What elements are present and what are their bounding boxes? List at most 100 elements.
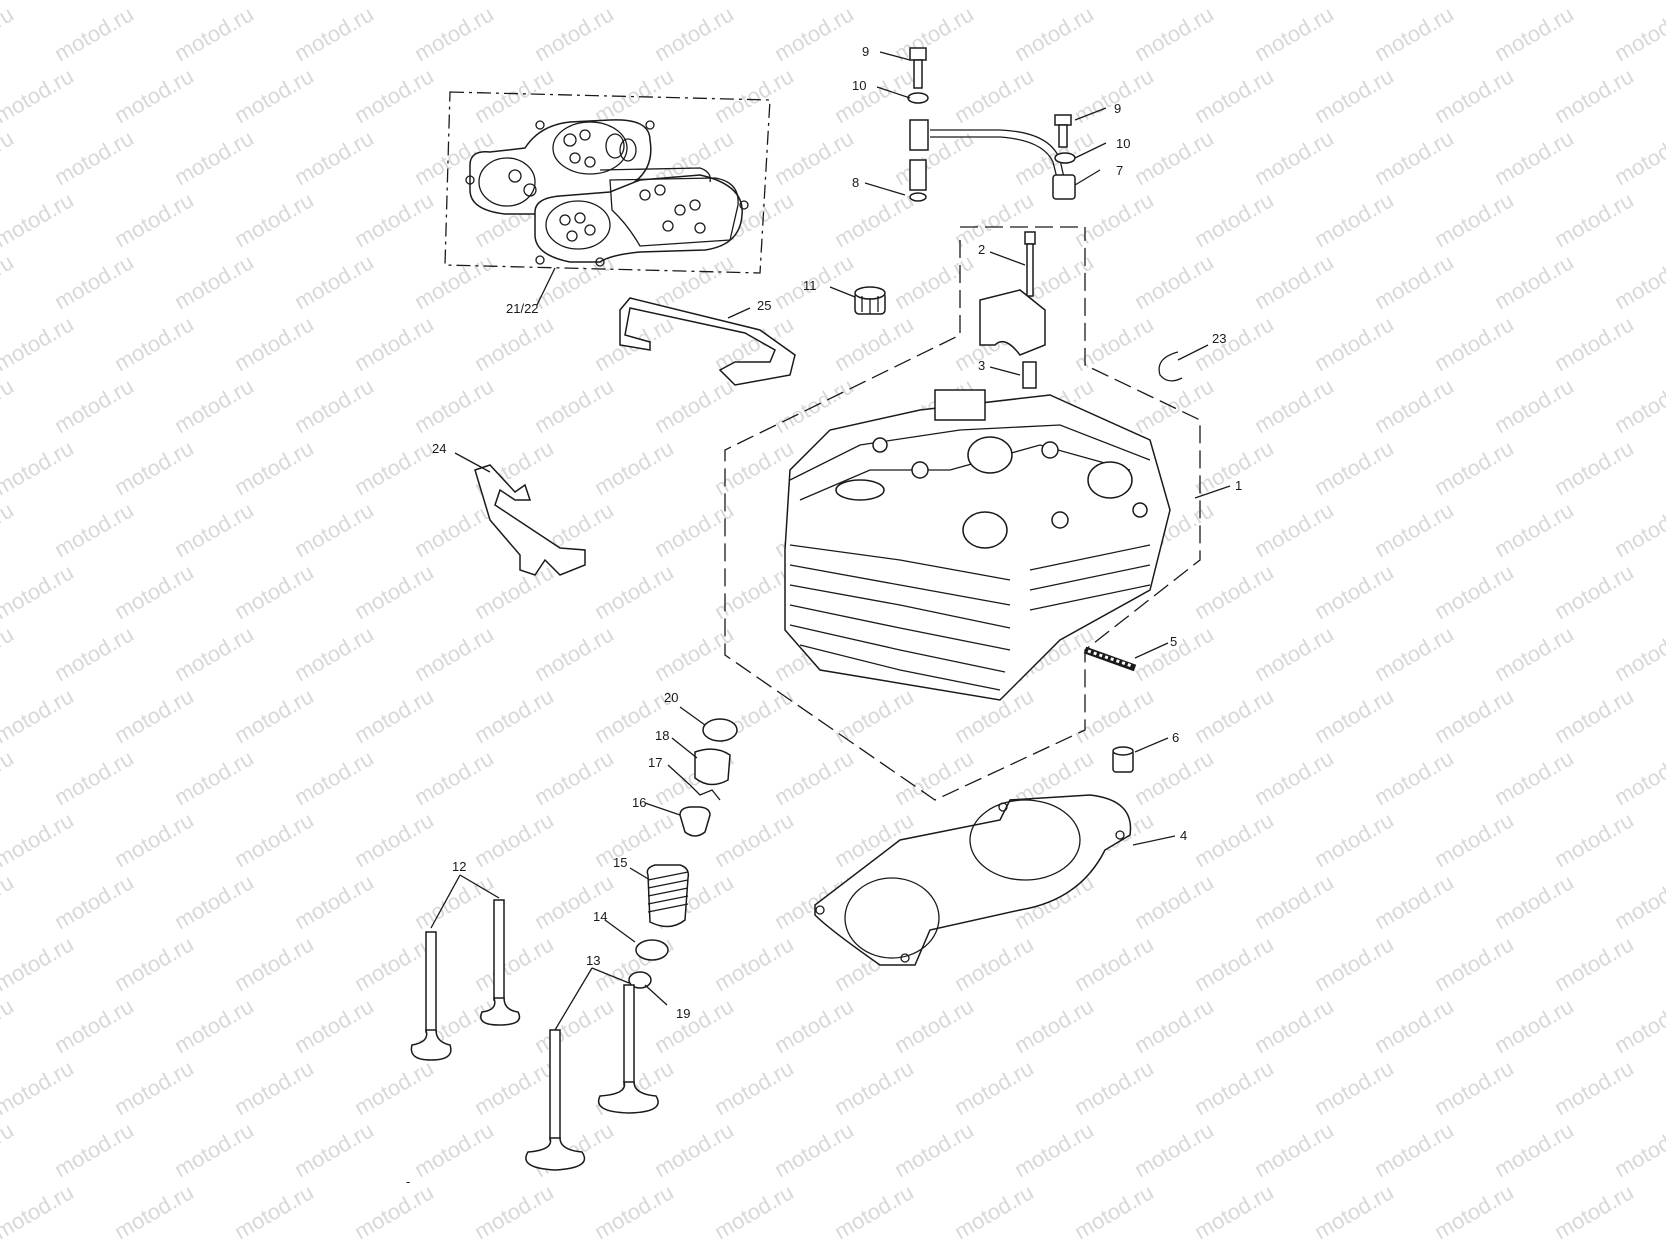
- label-21-22: 21/22: [506, 301, 539, 316]
- watermark-text: motod.ru: [0, 1, 18, 66]
- watermark-text: motod.ru: [1310, 435, 1398, 500]
- watermark-text: motod.ru: [1610, 497, 1666, 562]
- watermark-text: motod.ru: [1370, 125, 1458, 190]
- watermark-text: motod.ru: [1550, 63, 1638, 128]
- watermark-text: motod.ru: [770, 125, 858, 190]
- watermark-text: motod.ru: [650, 249, 738, 314]
- watermark-text: motod.ru: [1010, 993, 1098, 1058]
- part-11-nut: [854, 286, 886, 315]
- watermark-text: motod.ru: [410, 745, 498, 810]
- watermark-text: motod.ru: [410, 497, 498, 562]
- watermark-text: motod.ru: [1610, 1241, 1666, 1250]
- watermark-text: motod.ru: [0, 373, 18, 438]
- part-17-collets: [689, 784, 721, 801]
- watermark-text: motod.ru: [1370, 621, 1458, 686]
- watermark-text: motod.ru: [1490, 1241, 1578, 1250]
- watermark-text: motod.ru: [830, 1179, 918, 1244]
- watermark-text: motod.ru: [1250, 621, 1338, 686]
- watermark-text: motod.ru: [1490, 249, 1578, 314]
- watermark-text: motod.ru: [0, 249, 18, 314]
- watermark-text: motod.ru: [1370, 1, 1458, 66]
- watermark-text: motod.ru: [110, 807, 198, 872]
- watermark-text: motod.ru: [230, 559, 318, 624]
- label-13: 13: [586, 953, 600, 968]
- watermark-text: motod.ru: [1370, 249, 1458, 314]
- label-12: 12: [452, 859, 466, 874]
- watermark-text: motod.ru: [110, 559, 198, 624]
- watermark-text: motod.ru: [1250, 869, 1338, 934]
- watermark-text: motod.ru: [890, 125, 978, 190]
- watermark-text: motod.ru: [710, 807, 798, 872]
- watermark-text: motod.ru: [410, 1241, 498, 1250]
- watermark-text: motod.ru: [1190, 931, 1278, 996]
- part-16-retainer: [679, 806, 711, 837]
- watermark-text: motod.ru: [1070, 1055, 1158, 1120]
- watermark-text: motod.ru: [1610, 745, 1666, 810]
- watermark-text: motod.ru: [110, 63, 198, 128]
- watermark-text: motod.ru: [1250, 993, 1338, 1058]
- bearing-cap: [979, 289, 1046, 356]
- watermark-text: motod.ru: [50, 1241, 138, 1250]
- watermark-text: motod.ru: [1130, 1, 1218, 66]
- watermark-text: motod.ru: [1610, 1117, 1666, 1182]
- watermark-text: motod.ru: [1610, 373, 1666, 438]
- watermark-text: motod.ru: [50, 745, 138, 810]
- label-25: 25: [757, 298, 771, 313]
- watermark-text: motod.ru: [470, 559, 558, 624]
- watermark-text: motod.ru: [1070, 63, 1158, 128]
- part-24-gasket: [474, 464, 586, 576]
- watermark-text: motod.ru: [1550, 559, 1638, 624]
- watermark-text: motod.ru: [290, 993, 378, 1058]
- part-4-head-gasket: [814, 794, 1132, 966]
- label-15: 15: [613, 855, 627, 870]
- label-11: 11: [803, 278, 817, 293]
- label-10b: 10: [1116, 136, 1130, 151]
- leader-lines: [430, 51, 1231, 1031]
- watermark-text: motod.ru: [410, 1, 498, 66]
- watermark-text: motod.ru: [1250, 125, 1338, 190]
- watermark-text: motod.ru: [50, 125, 138, 190]
- watermark-text: motod.ru: [710, 1055, 798, 1120]
- watermark-text: motod.ru: [110, 683, 198, 748]
- watermark-text: motod.ru: [350, 683, 438, 748]
- label-24: 24: [432, 441, 446, 456]
- watermark-text: motod.ru: [710, 435, 798, 500]
- watermark-text: motod.ru: [1130, 373, 1218, 438]
- watermark-text: motod.ru: [50, 249, 138, 314]
- watermark-text: motod.ru: [0, 1055, 78, 1120]
- label-17: 17: [648, 755, 662, 770]
- watermark-text: motod.ru: [530, 869, 618, 934]
- watermark-text: motod.ru: [1250, 373, 1338, 438]
- watermark-text: motod.ru: [1490, 621, 1578, 686]
- watermark-text: motod.ru: [50, 993, 138, 1058]
- watermark-text: motod.ru: [290, 869, 378, 934]
- watermark-text: motod.ru: [1190, 435, 1278, 500]
- part-19-seal: [628, 971, 652, 989]
- watermark-text: motod.ru: [230, 187, 318, 252]
- watermark-text: motod.ru: [1430, 931, 1518, 996]
- part-23-circlip: [1158, 351, 1183, 382]
- watermark-text: motod.ru: [230, 1179, 318, 1244]
- watermark-text: motod.ru: [1610, 125, 1666, 190]
- watermark-text: motod.ru: [1370, 1241, 1458, 1250]
- watermark-text: motod.ru: [0, 807, 78, 872]
- watermark-text: motod.ru: [0, 497, 18, 562]
- watermark-text: motod.ru: [110, 311, 198, 376]
- watermark-text: motod.ru: [1190, 683, 1278, 748]
- label-8: 8: [852, 175, 859, 190]
- watermark-text: motod.ru: [710, 1179, 798, 1244]
- watermark-text: motod.ru: [1250, 1117, 1338, 1182]
- watermark-text: motod.ru: [1370, 373, 1458, 438]
- watermark-text: motod.ru: [1070, 1179, 1158, 1244]
- watermark-text: motod.ru: [170, 1117, 258, 1182]
- watermark-text: motod.ru: [830, 187, 918, 252]
- watermark-text: motod.ru: [470, 1179, 558, 1244]
- watermark-text: motod.ru: [230, 311, 318, 376]
- label-6: 6: [1172, 730, 1179, 745]
- oil-pipe-assembly: [907, 47, 1076, 202]
- watermark-text: motod.ru: [0, 311, 78, 376]
- watermark-text: motod.ru: [950, 1055, 1038, 1120]
- watermark-text: motod.ru: [1430, 63, 1518, 128]
- watermark-text: motod.ru: [110, 1055, 198, 1120]
- label-2: 2: [978, 242, 985, 257]
